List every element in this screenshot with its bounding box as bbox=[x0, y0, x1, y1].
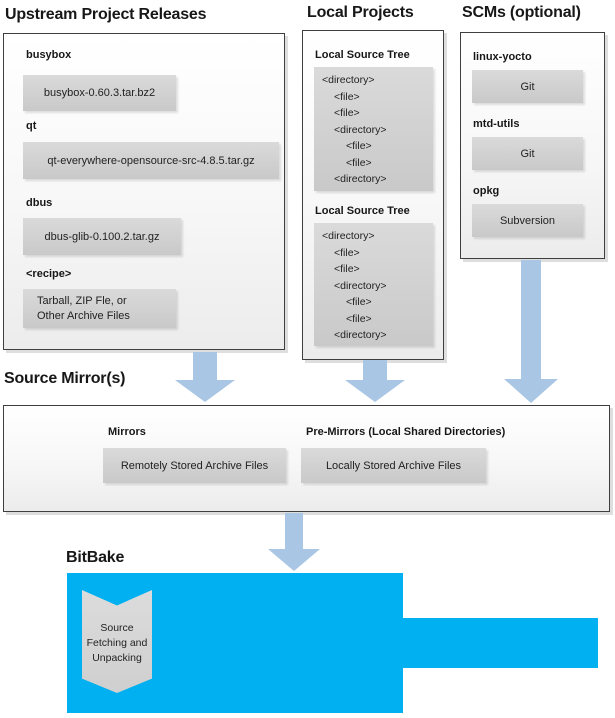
recipe-line: Other Archive Files bbox=[37, 309, 130, 322]
scm-label-mtd-utils: mtd-utils bbox=[473, 118, 520, 130]
tree-line: <file> bbox=[334, 246, 360, 259]
arrow-stem bbox=[521, 260, 541, 379]
recipe-line: Tarball, ZIP Fle, or bbox=[37, 294, 127, 307]
bitbake-title: BitBake bbox=[66, 549, 125, 566]
arrow-head bbox=[345, 380, 405, 402]
local-projects-box: Local Source Tree <directory> <file> <fi… bbox=[302, 30, 444, 360]
tree-line: <directory> bbox=[322, 74, 375, 86]
scm-box-git-1: Git bbox=[472, 70, 583, 103]
flow-arrow-local-to-mirrors bbox=[345, 360, 405, 402]
arrow-stem bbox=[193, 352, 217, 380]
arrow-head bbox=[175, 380, 235, 402]
local-source-tree-label: Local Source Tree bbox=[315, 205, 410, 217]
pre-mirrors-label: Pre-Mirrors (Local Shared Directories) bbox=[306, 426, 506, 438]
scm-box-subversion: Subversion bbox=[472, 204, 583, 237]
arrow-head bbox=[268, 549, 320, 571]
arrow-stem bbox=[285, 513, 303, 549]
source-mirrors-box: Mirrors Remotely Stored Archive Files Pr… bbox=[3, 405, 610, 512]
tree-line: <directory> bbox=[334, 173, 387, 185]
upstream-box: busybox busybox-0.60.3.tar.bz2 qt qt-eve… bbox=[3, 33, 285, 350]
upstream-title: Upstream Project Releases bbox=[5, 6, 207, 23]
file-box-busybox: busybox-0.60.3.tar.bz2 bbox=[23, 75, 176, 111]
tree-line: <directory> bbox=[322, 230, 375, 242]
package-label-dbus: dbus bbox=[26, 197, 53, 209]
scm-label-linux-yocto: linux-yocto bbox=[473, 51, 532, 63]
tree-line: <file> bbox=[334, 263, 360, 275]
flow-arrow-scms-to-mirrors bbox=[504, 260, 558, 403]
source-mirrors-title: Source Mirror(s) bbox=[4, 370, 126, 387]
local-source-tree-box: <directory> <file> <file> <directory> <f… bbox=[314, 223, 433, 346]
tree-line: <file> bbox=[334, 90, 360, 103]
package-label-busybox: busybox bbox=[26, 49, 72, 61]
tree-line: <file> bbox=[346, 312, 372, 325]
tree-line: <directory> bbox=[334, 329, 387, 341]
arrow-head bbox=[504, 379, 558, 403]
ribbon-line: Unpacking bbox=[92, 652, 142, 664]
local-source-tree-label: Local Source Tree bbox=[315, 49, 410, 61]
arrow-stem bbox=[363, 360, 387, 380]
ribbon-line: Source bbox=[100, 622, 134, 634]
source-fetching-ribbon: Source Fetching and Unpacking bbox=[82, 590, 152, 693]
file-box-dbus: dbus-glib-0.100.2.tar.gz bbox=[23, 218, 181, 255]
package-label-qt: qt bbox=[26, 120, 37, 132]
tree-line: <file> bbox=[346, 296, 372, 308]
package-label-recipe: <recipe> bbox=[26, 268, 72, 280]
tree-line: <directory> bbox=[334, 279, 387, 292]
tree-line: <file> bbox=[334, 107, 360, 119]
ribbon-line: Fetching and bbox=[86, 637, 148, 649]
tree-line: <file> bbox=[346, 140, 372, 152]
local-projects-title: Local Projects bbox=[307, 4, 414, 21]
scms-box: linux-yocto Git mtd-utils Git opkg Subve… bbox=[460, 32, 605, 259]
flow-arrow-mirrors-to-bitbake bbox=[268, 513, 320, 571]
mirrors-label: Mirrors bbox=[108, 426, 146, 438]
tree-line: <file> bbox=[346, 156, 372, 169]
file-box-qt: qt-everywhere-opensource-src-4.8.5.tar.g… bbox=[23, 142, 279, 179]
pre-mirrors-local-box: Locally Stored Archive Files bbox=[301, 448, 486, 483]
tree-line: <directory> bbox=[334, 123, 387, 136]
flow-arrow-upstream-to-mirrors bbox=[175, 352, 235, 402]
scm-label-opkg: opkg bbox=[473, 185, 500, 197]
mirrors-remote-box: Remotely Stored Archive Files bbox=[103, 448, 286, 483]
file-box-recipe: Tarball, ZIP Fle, or Other Archive Files bbox=[23, 289, 176, 328]
local-source-tree-box: <directory> <file> <file> <directory> <f… bbox=[314, 67, 433, 191]
bitbake-output-tab bbox=[403, 618, 598, 668]
scms-title: SCMs (optional) bbox=[462, 4, 581, 21]
scm-box-git-2: Git bbox=[472, 137, 583, 170]
